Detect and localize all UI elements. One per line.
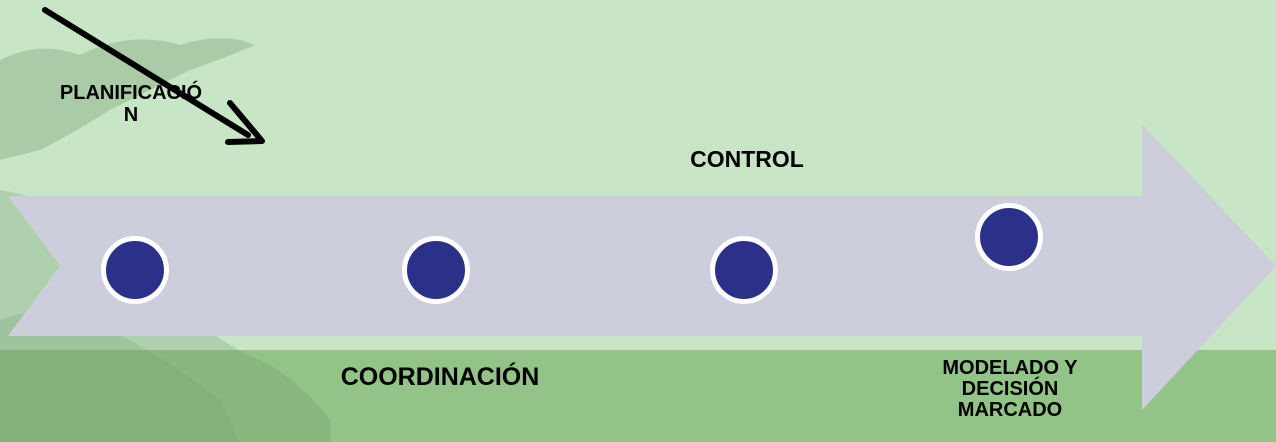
background-bottom [0,350,1276,442]
stage-node-planificacion [101,236,169,304]
stage-label-modelado: MODELADO Y DECISIÓN MARCADO [942,357,1078,421]
stage-node-coordinacion [402,236,470,304]
stage-label-coordinacion: COORDINACIÓN [340,363,540,391]
stage-node-modelado [975,203,1043,271]
stage-label-control: CONTROL [690,146,804,172]
stage-node-control [710,236,778,304]
stage-label-planificacion: PLANIFICACIÓ N [59,82,203,126]
